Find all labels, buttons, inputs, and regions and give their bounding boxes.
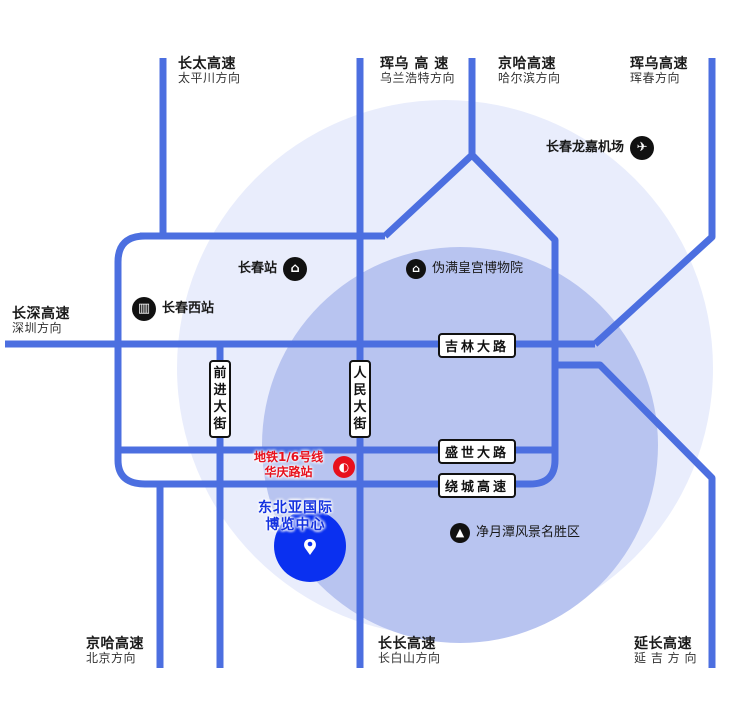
highway-name: 珲乌 高 速 — [380, 56, 449, 72]
station-icon: ⌂ — [283, 257, 308, 281]
expo-line2: 博览中心 — [265, 517, 326, 533]
highway-direction: 哈尔滨方向 — [498, 71, 561, 86]
poi-airport: 长春龙嘉机场 ✈ — [546, 136, 655, 160]
poi-museum: ⌂ 伪满皇宫博物院 — [406, 259, 523, 279]
highway-label-huiwu-east: 珲乌高速 珲春方向 — [630, 56, 688, 86]
ring-loop — [114, 232, 559, 488]
highway-direction: 乌兰浩特方向 — [380, 71, 456, 86]
poi-label: 长春龙嘉机场 — [546, 139, 625, 155]
highway-name: 珲乌高速 — [630, 56, 688, 72]
poi-label: 长春西站 — [162, 300, 215, 316]
poi-label: 净月潭风景名胜区 — [476, 524, 581, 540]
highway-label-changtai: 长太高速 太平川方向 — [178, 56, 241, 86]
highway-label-jingha-south: 京哈高速 北京方向 — [86, 636, 144, 666]
highway-name: 京哈高速 — [498, 56, 556, 72]
museum-icon: ⌂ — [406, 259, 426, 279]
highway-name: 延长高速 — [634, 636, 692, 652]
metro-line: 地铁1/6号线 — [254, 450, 324, 464]
highway-name: 长长高速 — [378, 636, 436, 652]
highway-name: 长深高速 — [12, 306, 70, 322]
highway-label-jingha-north: 京哈高速 哈尔滨方向 — [498, 56, 561, 86]
poi-label: 长春站 — [238, 260, 278, 276]
highway-direction: 北京方向 — [86, 651, 137, 666]
poi-changchun-station: 长春站 ⌂ — [238, 257, 308, 281]
poi-label: 伪满皇宫博物院 — [432, 260, 524, 276]
highway-direction: 长白山方向 — [378, 651, 441, 666]
road-label-raocheng: 绕城高速 — [438, 473, 517, 498]
highway-direction: 太平川方向 — [178, 71, 241, 86]
highway-label-changshen: 长深高速 深圳方向 — [12, 306, 70, 336]
metro-label: 地铁1/6号线 华庆路站 — [254, 450, 323, 480]
road-huiwu-east — [592, 58, 716, 347]
highway-label-yanchang: 延长高速 延 吉 方 向 — [634, 636, 697, 666]
road-label-shengshi: 盛世大路 — [438, 439, 517, 464]
expo-label: 东北亚国际 博览中心 — [258, 500, 333, 534]
road-yanchang — [555, 361, 716, 668]
highway-label-huiwu-west: 珲乌 高 速 乌兰浩特方向 — [380, 56, 455, 86]
poi-scenic: ▲ 净月潭风景名胜区 — [450, 523, 580, 543]
road-label-renmin: 人民大街 — [349, 360, 371, 438]
train-icon: ▥ — [132, 297, 156, 321]
road-label-jilin: 吉林大路 — [438, 333, 517, 358]
highway-name: 京哈高速 — [86, 636, 144, 652]
mountain-icon: ▲ — [450, 523, 470, 543]
highway-name: 长太高速 — [178, 56, 236, 72]
airplane-icon: ✈ — [630, 136, 655, 160]
highway-label-changchang: 长长高速 长白山方向 — [378, 636, 441, 666]
road-label-qianjin: 前进大街 — [209, 360, 231, 438]
highway-direction: 深圳方向 — [12, 321, 63, 336]
metro-icon: ◐ — [333, 456, 355, 478]
expo-line1: 东北亚国际 — [258, 500, 333, 516]
highway-direction: 延 吉 方 向 — [634, 651, 697, 666]
metro-station: 华庆路站 — [264, 465, 313, 479]
highway-direction: 珲春方向 — [630, 71, 681, 86]
poi-west-station: ▥ 长春西站 — [132, 297, 214, 321]
location-pin-icon — [304, 539, 316, 555]
